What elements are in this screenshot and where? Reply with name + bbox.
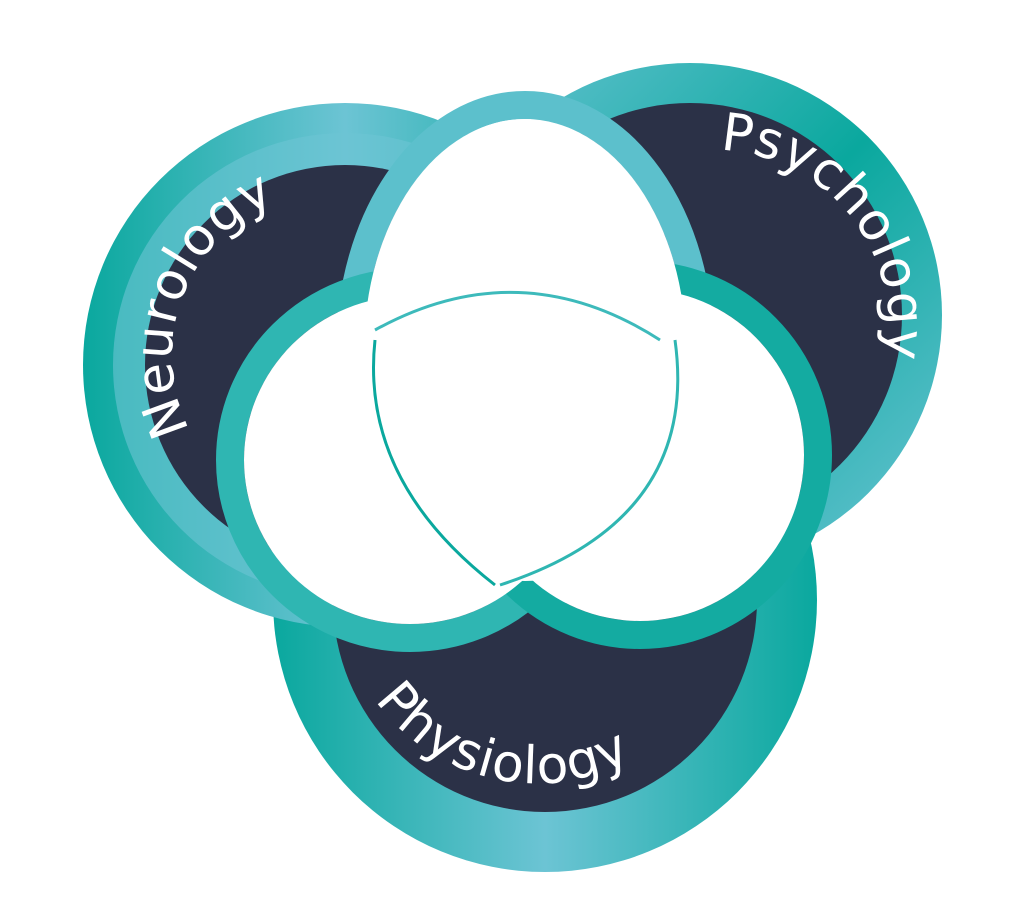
inner-arc-right	[499, 339, 680, 587]
inner-arc-bottom	[372, 339, 496, 587]
inner-arc-left	[374, 290, 661, 342]
center-intersection	[244, 119, 804, 624]
